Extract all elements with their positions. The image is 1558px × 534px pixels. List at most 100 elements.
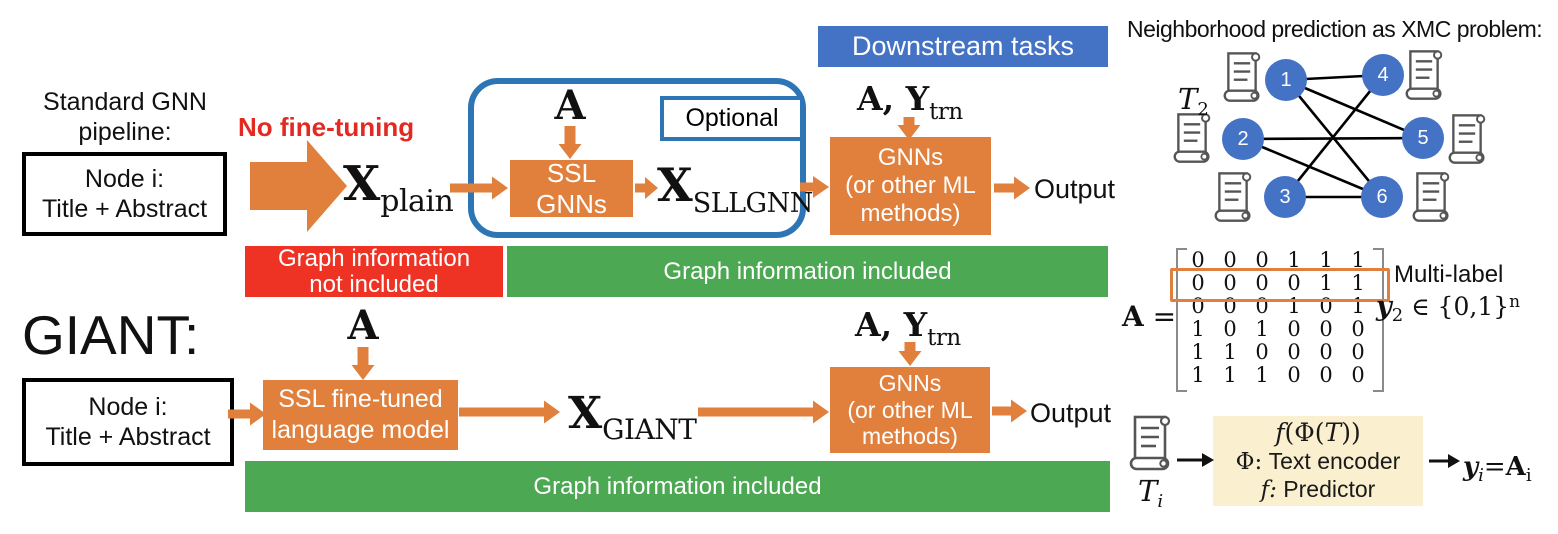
y2-sub: 2 (1391, 305, 1404, 326)
matrix-cell: 0 (1223, 248, 1237, 272)
matrix-cell: 0 (1223, 317, 1237, 341)
t2-main: T (1178, 82, 1198, 116)
matrix-lhs: A = (1122, 300, 1176, 333)
node-label: 4 (1377, 63, 1389, 86)
formula-part: (Φ( (1284, 418, 1325, 448)
matrix-cell: 0 (1287, 363, 1301, 387)
yi-equals-ai-label: yi=Ai (1463, 452, 1532, 486)
ssl-box-line: SSL fine-tuned (278, 384, 443, 413)
matrix-cell: 0 (1223, 271, 1237, 295)
x-sllgnn-sub: SLLGNN (692, 188, 814, 219)
xmc-title: Neighborhood prediction as XMC problem: (1127, 16, 1543, 42)
node-label: 2 (1237, 127, 1249, 150)
t2-sub: 2 (1197, 99, 1209, 120)
a-ytrn-main: A, Y (855, 305, 928, 344)
matrix-a-symbol: A (1122, 300, 1144, 333)
gnns-box-line: (or other ML (845, 171, 976, 199)
phi-text: Text encoder (1268, 447, 1401, 474)
edge-3-4 (1283, 74, 1385, 198)
text-encoder-box: f(Φ(T)) Φ: Text encoder f: Predictor (1213, 416, 1423, 506)
matrix-left-bracket (1176, 248, 1187, 392)
document-scroll-icon (1214, 172, 1252, 222)
f-symbol: f: (1260, 476, 1277, 503)
matrix-cell: 0 (1255, 340, 1269, 364)
matrix-cell: 0 (1255, 271, 1269, 295)
edge-2-6 (1242, 137, 1383, 199)
ssl-optional-outline (468, 78, 806, 238)
matrix-cell: 1 (1287, 248, 1301, 272)
a-ytrn-main: A, Y (857, 79, 930, 118)
node-label: 3 (1279, 185, 1291, 208)
band-line: Graph information (277, 244, 471, 272)
ai-sub: i (1525, 465, 1532, 486)
gnns-box-line: methods) (860, 200, 961, 228)
bow-bert-line: BERT (251, 184, 307, 208)
matrix-cell: 0 (1191, 248, 1205, 272)
standard-pipeline-heading: Standard GNN pipeline: (20, 88, 230, 147)
graph-node-4: 4 (1362, 54, 1404, 96)
downstream-tasks-banner: Downstream tasks (818, 26, 1108, 67)
giant-node-input-box: Node i: Title + Abstract (22, 378, 234, 466)
output-label-bottom: Output (1030, 398, 1112, 428)
matrix-cell: 1 (1191, 340, 1205, 364)
ti-main: T (1138, 474, 1158, 508)
yi-eq: = (1483, 452, 1506, 482)
matrix-cell: 1 (1255, 317, 1269, 341)
heading-line: pipeline: (78, 117, 172, 146)
node-box-line: Node i: (88, 393, 168, 421)
y2-symbol: y (1376, 291, 1392, 322)
document-scroll-icon (1173, 113, 1211, 163)
document-scroll-icon (1405, 50, 1443, 100)
yi-symbol: y (1463, 452, 1479, 482)
a-ytrn-sub: trn (927, 325, 961, 351)
document-scroll-icon (1448, 114, 1486, 164)
y2-sup: n (1509, 292, 1521, 312)
gnns-box-bottom: GNNs (or other ML methods) (830, 367, 990, 453)
node-box-line: Title + Abstract (41, 195, 208, 223)
bow-bert-arrow-label: BoW, BERT (248, 161, 310, 207)
t-symbol: T (1324, 418, 1342, 448)
matrix-cell: 1 (1319, 271, 1333, 295)
output-label-top: Output (1034, 174, 1116, 204)
ssl-box-line: language model (271, 416, 450, 444)
f-text: Predictor (1283, 475, 1376, 502)
graph-node-5: 5 (1402, 117, 1444, 159)
matrix-cell: 1 (1223, 340, 1237, 364)
node-label: 1 (1280, 68, 1292, 91)
x-plain-sub: plain (380, 184, 454, 219)
node-input-box: Node i: Title + Abstract (22, 152, 227, 236)
graph-node-1: 1 (1265, 59, 1307, 101)
matrix-cell: 0 (1351, 317, 1365, 341)
formula-part: )) (1341, 418, 1361, 448)
matrix-cell: 1 (1319, 248, 1333, 272)
matrix-cell: 0 (1351, 340, 1365, 364)
matrix-cell: 1 (1255, 363, 1269, 387)
matrix-cell: 1 (1223, 363, 1237, 387)
matrix-cell: 0 (1319, 340, 1333, 364)
document-scroll-icon (1129, 415, 1171, 471)
phi-symbol: Φ: (1235, 448, 1263, 475)
y2-rest: ∈ {0,1} (1403, 292, 1510, 321)
bow-bert-line: BoW, (253, 161, 305, 184)
matrix-cell: 1 (1191, 317, 1205, 341)
a-symbol: A (554, 82, 586, 129)
x-giant-label: XGIANT (568, 392, 697, 444)
matrix-cell: 0 (1287, 340, 1301, 364)
adjacency-input-label-top: A (548, 86, 592, 126)
a-ytrn-sub: trn (929, 99, 963, 125)
row-highlight-box (1170, 268, 1390, 302)
no-finetuning-label: No fine-tuning (238, 112, 415, 142)
yi-sub: i (1478, 465, 1484, 486)
matrix-cell: 0 (1191, 271, 1205, 295)
encoder-phi-line: Φ: Text encoder (1236, 448, 1401, 476)
gnns-box-top: GNNs (or other ML methods) (830, 137, 991, 235)
y2-set-label: y2 ∈ {0,1}n (1376, 291, 1521, 326)
matrix-cell: 0 (1351, 363, 1365, 387)
a-symbol: A (347, 302, 379, 349)
node-label: 6 (1376, 185, 1388, 208)
x-plain-main: X (343, 156, 381, 212)
adjacency-input-label-bottom: A (341, 306, 385, 346)
